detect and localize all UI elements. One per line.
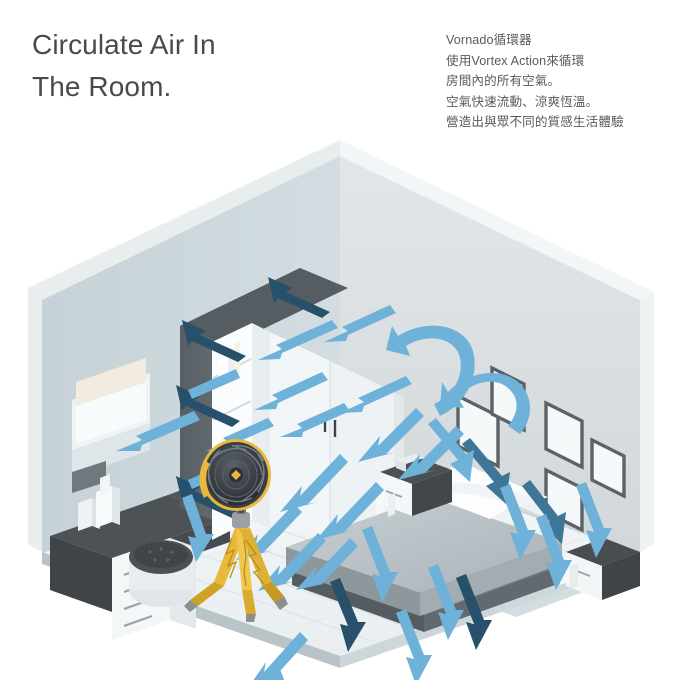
yellow-tripod: [184, 526, 288, 622]
arrow-up-2: [258, 533, 326, 591]
arrow-ceiling-1: [324, 305, 396, 342]
arrow-wardrobe-handle: [280, 403, 350, 437]
arrow-up-4: [316, 482, 384, 540]
arrow-dark-bed-down: [456, 574, 492, 650]
nightstand-right: [560, 538, 640, 600]
vortex-curl-2: [440, 373, 531, 434]
arrow-dark-ceiling-1: [268, 277, 330, 318]
mattress-right: [420, 542, 562, 616]
arrow-down-floor-2: [268, 664, 285, 680]
right-wall-outer-edge: [640, 292, 654, 552]
arrow-to-mirror: [116, 411, 200, 451]
isometric-room-illustration: [0, 120, 680, 680]
arrow-dark-ceiling-2: [182, 320, 246, 362]
product-description: Vornado循環器 使用Vortex Action來循環 房間內的所有空氣。 …: [446, 33, 624, 129]
arrow-down-right-1: [500, 484, 536, 560]
left-wall-outer: [28, 140, 340, 552]
page-title: Circulate Air In The Room.: [32, 29, 216, 102]
arrow-down-frame-1: [428, 418, 474, 482]
round-speaker: [129, 540, 193, 607]
mattress-left: [286, 547, 420, 616]
arrow-mid-bed-down: [522, 480, 566, 544]
arrow-ceiling-4: [254, 372, 328, 410]
arrow-down-right-3: [576, 482, 612, 558]
arrow-up-7: [296, 538, 358, 590]
desk-top: [50, 495, 230, 558]
arrow-shelf-feed-1: [188, 369, 240, 399]
vornado-air-circulator-fan[interactable]: [184, 439, 288, 622]
arrow-down-floor-1: [253, 632, 308, 680]
arrow-dark-floor-bed: [330, 578, 366, 652]
arrow-ceiling-3: [340, 376, 412, 413]
frame-5: [590, 437, 626, 499]
nightstand-left: [376, 454, 452, 517]
right-wall-top-cap: [340, 140, 654, 300]
arrow-up-3: [280, 454, 348, 512]
arrow-down-bed-2: [428, 564, 464, 640]
arrow-down-bed-1: [362, 526, 398, 602]
bed-base-left: [292, 568, 424, 632]
duvet-fold: [420, 482, 556, 520]
bottles: [78, 474, 120, 531]
arrow-down-floor-3: [182, 494, 214, 562]
arrow-mid-frame-down: [462, 438, 510, 504]
arrow-up-5: [358, 408, 424, 462]
arrow-down-bed-3: [396, 609, 432, 680]
frame-3: [544, 400, 584, 470]
arrow-down-right-2: [536, 514, 572, 590]
arrow-ceiling-2: [258, 320, 338, 360]
arrow-shelf-mid: [206, 418, 274, 451]
mattress-top: [286, 497, 562, 593]
desk-left-face: [50, 536, 112, 612]
